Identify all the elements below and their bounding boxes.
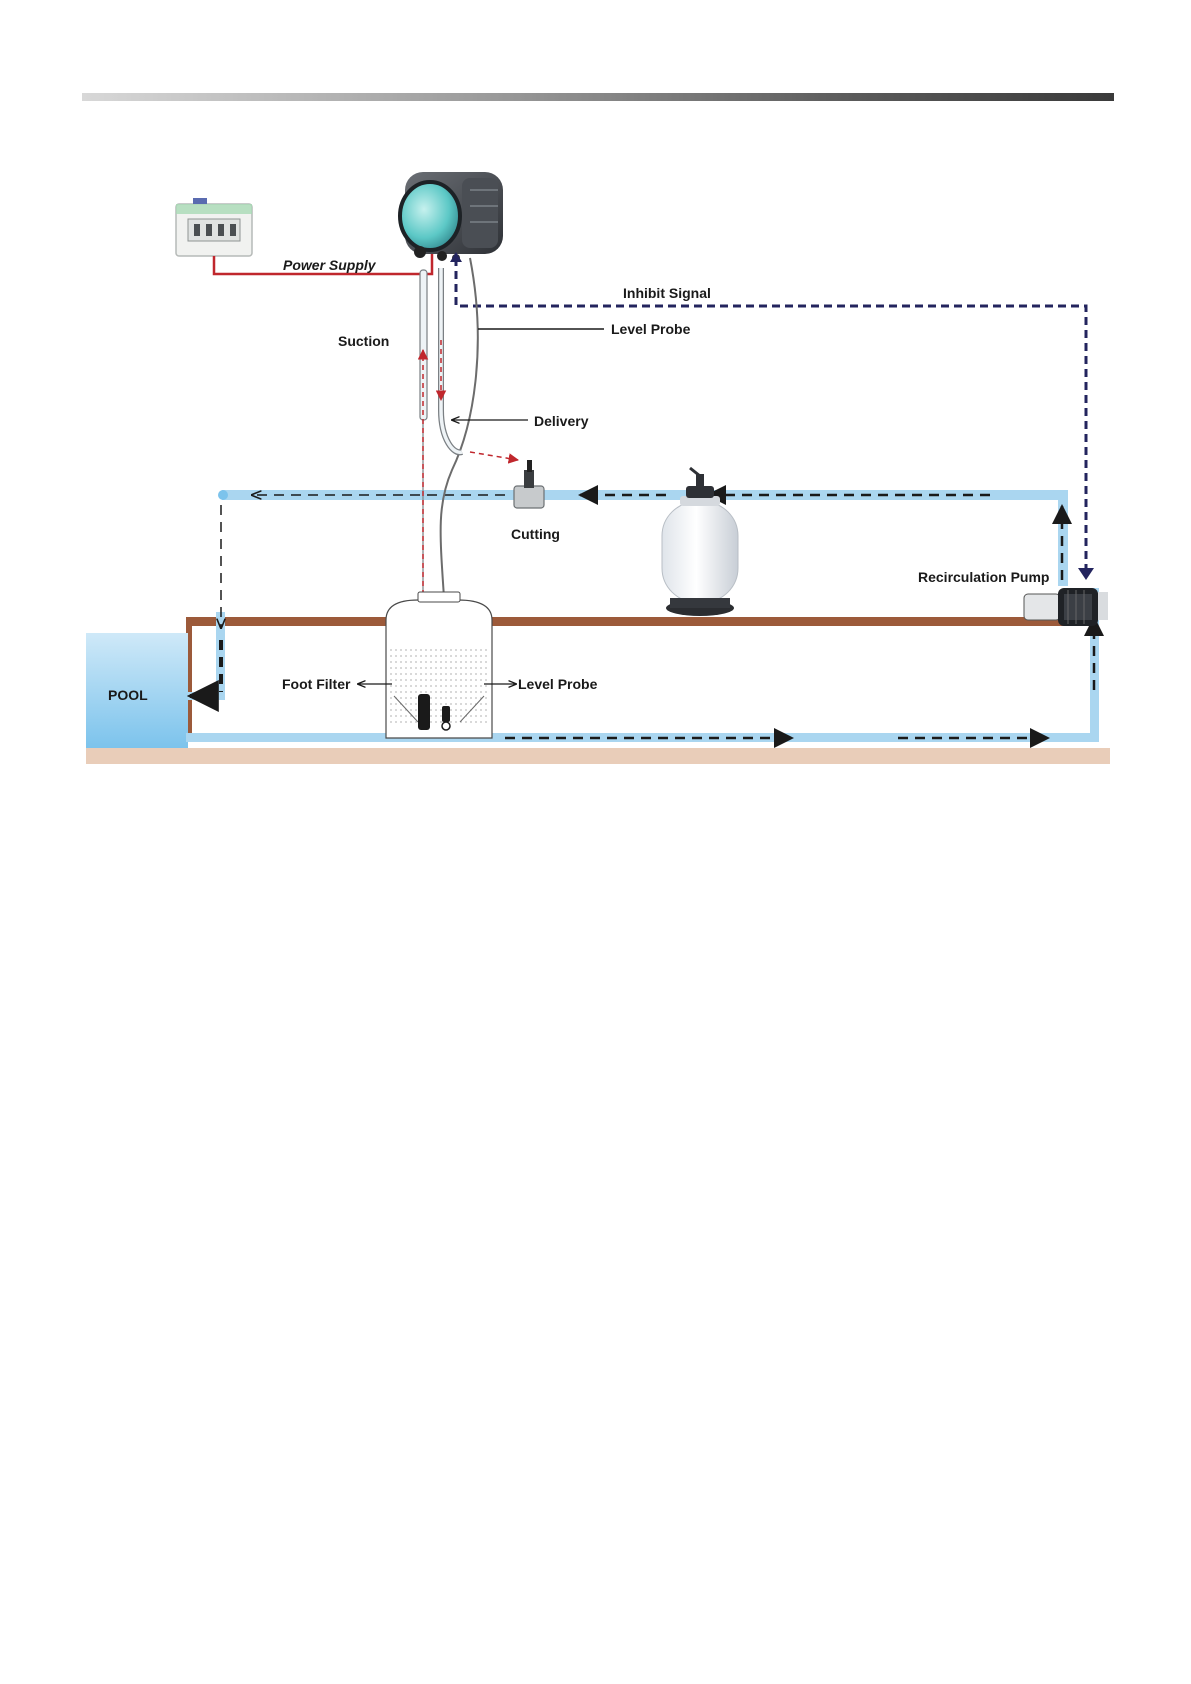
inhibit-signal-label: Inhibit Signal <box>623 285 711 301</box>
flow-arrows <box>190 495 1094 738</box>
top-pipe-end <box>218 490 228 500</box>
floor-band <box>86 748 1110 764</box>
cutting-label: Cutting <box>511 526 560 542</box>
suction-label: Suction <box>338 333 389 349</box>
delivery-label: Delivery <box>534 413 589 429</box>
chemical-tank <box>386 592 492 738</box>
pool-label: POOL <box>108 687 148 703</box>
ground-line <box>186 617 1094 626</box>
level-probe-top-label: Level Probe <box>611 321 691 337</box>
level-probe-tank-label: Level Probe <box>518 676 598 692</box>
recirculation-pump <box>1024 588 1108 626</box>
suction-tube <box>420 270 427 420</box>
dosing-pump <box>400 172 503 262</box>
power-supply-label: Power Supply <box>283 257 377 273</box>
control-panel <box>176 198 252 256</box>
injection-point <box>514 460 544 508</box>
foot-filter-label: Foot Filter <box>282 676 351 692</box>
inhibit-signal-arrow <box>1078 568 1094 580</box>
recirculation-pump-label: Recirculation Pump <box>918 569 1049 585</box>
delivery-tube <box>441 268 462 452</box>
